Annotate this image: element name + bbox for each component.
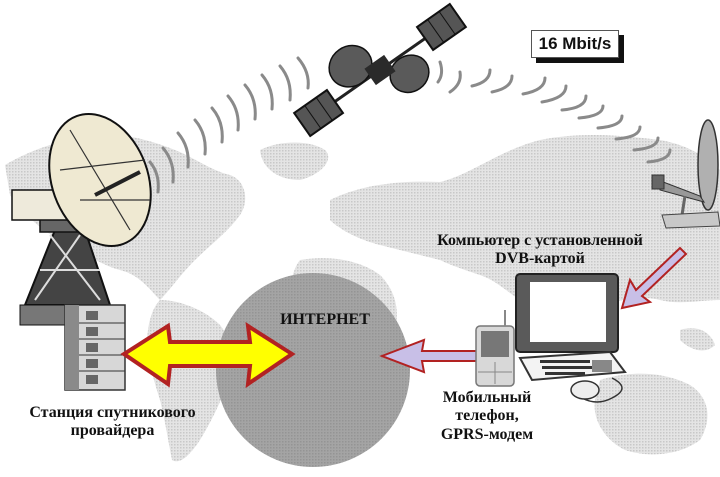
computer-label: Компьютер с установленной DVB-картой (404, 232, 676, 269)
server-rack-icon (64, 304, 126, 391)
internet-label: ИНТЕРНЕТ (280, 311, 370, 328)
signal-waves-uplink (148, 56, 310, 194)
satellite-dish-tower-icon (11, 113, 152, 326)
mobile-label-line1: Мобильный (442, 389, 532, 406)
internet-circle (216, 273, 410, 467)
mobile-label-line2: телефон, (455, 407, 519, 425)
mobile-label: Мобильный телефон, GPRS-модем (412, 389, 562, 444)
computer-label-line2: DVB-картой (495, 250, 585, 268)
desktop-computer-icon (515, 273, 627, 403)
small-satellite-dish-icon (651, 119, 720, 229)
computer-label-line1: Компьютер с установленной (437, 232, 643, 249)
double-arrow-station-internet (120, 322, 296, 389)
station-label: Станция спутникового провайдера (0, 404, 225, 441)
mobile-label-line3: GPRS-модем (440, 425, 534, 443)
mobile-phone-icon (475, 310, 515, 387)
arrow-dish-computer (620, 246, 688, 310)
speed-badge: 16 Mbit/s (531, 30, 619, 58)
satellite-icon (292, 2, 468, 138)
station-label-line2: провайдера (70, 422, 155, 440)
station-label-line1: Станция спутникового (29, 404, 196, 421)
signal-waves-downlink (436, 60, 672, 164)
